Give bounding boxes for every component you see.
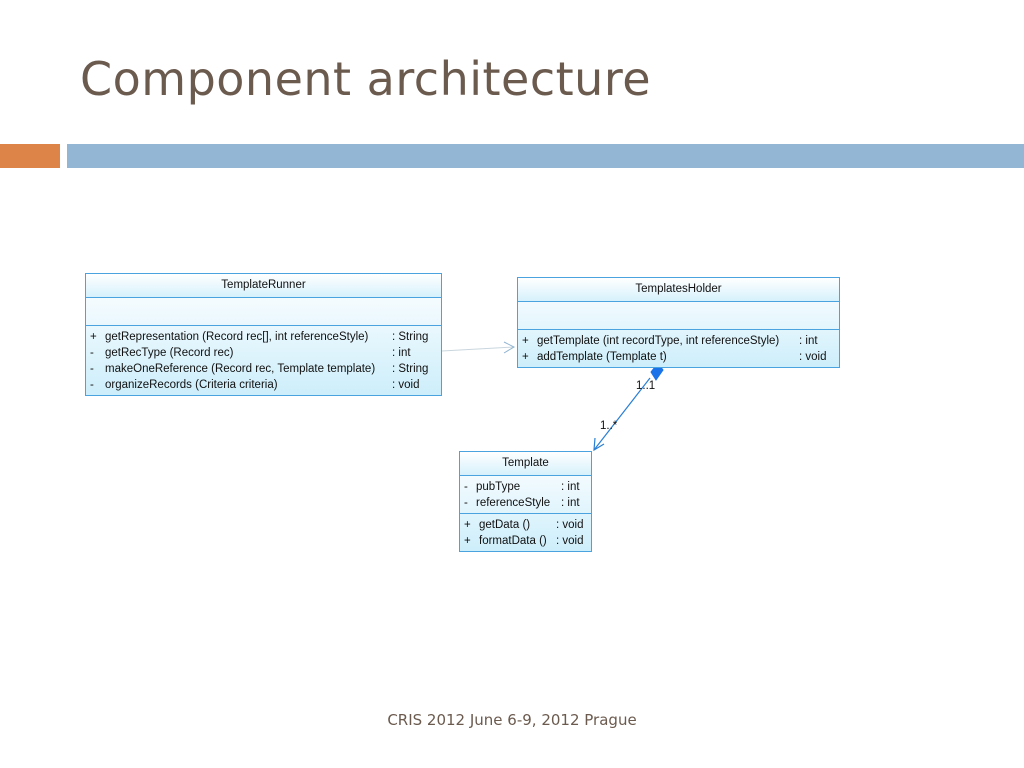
- visibility-marker: -: [464, 497, 468, 509]
- operation-row: + getData () : void: [460, 517, 591, 533]
- class-name: TemplatesHolder: [518, 278, 839, 302]
- operations-compartment: + getRepresentation (Record rec[], int r…: [86, 326, 441, 395]
- attribute-row: - referenceStyle : int: [460, 495, 591, 511]
- class-template[interactable]: Template - pubType : int - referenceStyl…: [459, 451, 592, 552]
- operation-signature: getRecType (Record rec): [105, 347, 234, 359]
- operation-signature: getTemplate (int recordType, int referen…: [537, 335, 780, 347]
- class-templates-holder[interactable]: TemplatesHolder + getTemplate (int recor…: [517, 277, 840, 368]
- visibility-marker: +: [522, 351, 529, 363]
- attribute-name: pubType: [476, 481, 521, 493]
- attributes-compartment: [518, 302, 839, 330]
- return-type: : void: [556, 535, 584, 547]
- operation-row: + addTemplate (Template t) : void: [518, 349, 839, 365]
- operations-compartment: + getTemplate (int recordType, int refer…: [518, 330, 839, 367]
- attributes-compartment: - pubType : int - referenceStyle : int: [460, 476, 591, 514]
- operation-signature: formatData (): [479, 535, 547, 547]
- visibility-marker: +: [90, 331, 97, 343]
- attributes-compartment: [86, 298, 441, 326]
- attribute-type: : int: [561, 497, 580, 509]
- return-type: : void: [799, 351, 827, 363]
- dependency-line: [441, 346, 515, 352]
- return-type: : void: [556, 519, 584, 531]
- operation-row: - makeOneReference (Record rec, Template…: [86, 361, 441, 377]
- accent-bar-orange: [0, 144, 60, 168]
- slide-footer: CRIS 2012 June 6-9, 2012 Prague: [387, 711, 637, 729]
- class-template-runner[interactable]: TemplateRunner + getRepresentation (Reco…: [85, 273, 442, 396]
- multiplicity-source: 1..1: [636, 380, 656, 392]
- visibility-marker: -: [464, 481, 468, 493]
- return-type: : String: [392, 331, 429, 343]
- operation-signature: makeOneReference (Record rec, Template t…: [105, 363, 376, 375]
- composition-arrowhead: [593, 437, 605, 452]
- operation-row: - getRecType (Record rec) : int: [86, 345, 441, 361]
- dependency-arrowhead: [503, 341, 516, 354]
- return-type: : String: [392, 363, 429, 375]
- attribute-name: referenceStyle: [476, 497, 551, 509]
- attribute-row: - pubType : int: [460, 479, 591, 495]
- visibility-marker: -: [90, 363, 94, 375]
- class-name: Template: [460, 452, 591, 476]
- operation-row: - organizeRecords (Criteria criteria) : …: [86, 377, 441, 393]
- composition-line: [593, 377, 651, 451]
- visibility-marker: +: [464, 535, 471, 547]
- operations-compartment: + getData () : void + formatData () : vo…: [460, 514, 591, 551]
- return-type: : int: [799, 335, 818, 347]
- operation-signature: getRepresentation (Record rec[], int ref…: [105, 331, 369, 343]
- visibility-marker: -: [90, 379, 94, 391]
- visibility-marker: -: [90, 347, 94, 359]
- accent-bar-blue: [67, 144, 1024, 168]
- operation-signature: organizeRecords (Criteria criteria): [105, 379, 278, 391]
- attribute-type: : int: [561, 481, 580, 493]
- visibility-marker: +: [522, 335, 529, 347]
- operation-signature: getData (): [479, 519, 531, 531]
- operation-signature: addTemplate (Template t): [537, 351, 667, 363]
- return-type: : void: [392, 379, 420, 391]
- return-type: : int: [392, 347, 411, 359]
- slide-title: Component architecture: [80, 52, 652, 106]
- operation-row: + getTemplate (int recordType, int refer…: [518, 333, 839, 349]
- visibility-marker: +: [464, 519, 471, 531]
- multiplicity-target: 1..*: [600, 420, 618, 432]
- class-name: TemplateRunner: [86, 274, 441, 298]
- operation-row: + formatData () : void: [460, 533, 591, 549]
- operation-row: + getRepresentation (Record rec[], int r…: [86, 329, 441, 345]
